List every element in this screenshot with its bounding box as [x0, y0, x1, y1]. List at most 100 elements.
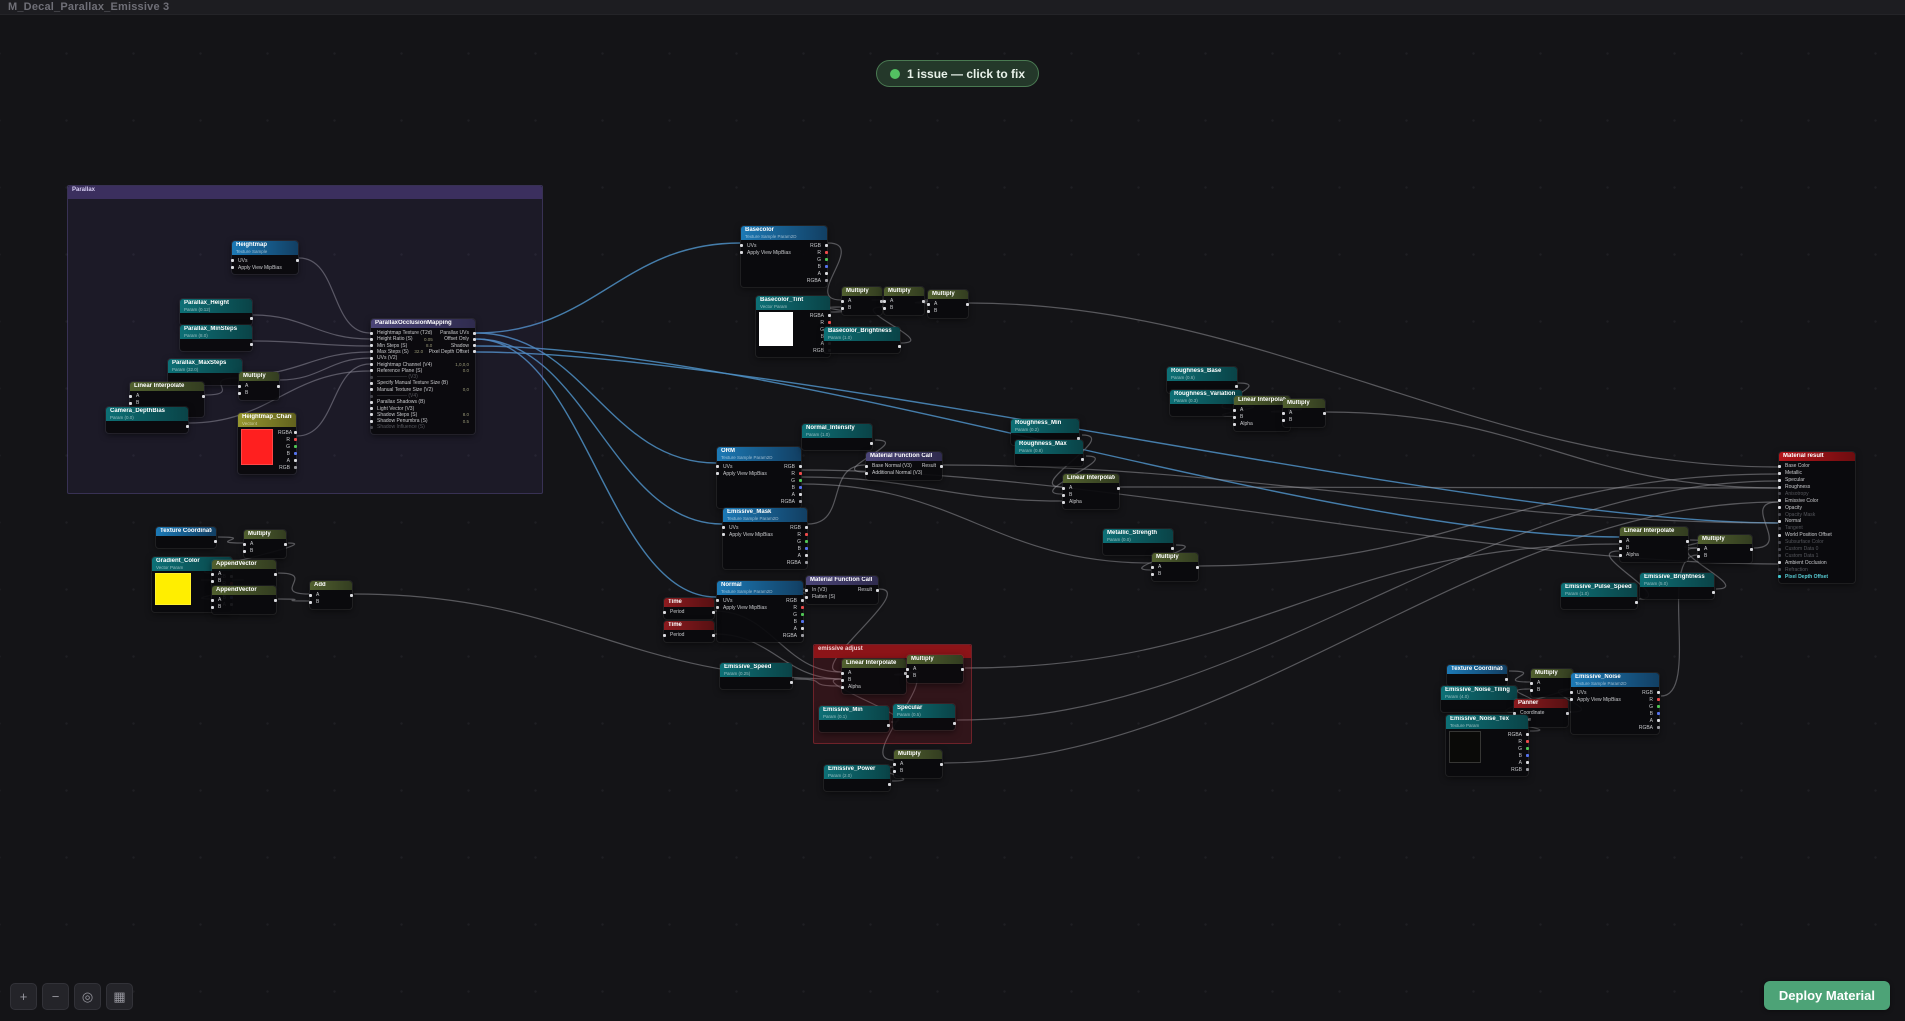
pin[interactable] — [722, 526, 725, 530]
pin[interactable] — [1686, 539, 1689, 543]
pin-row[interactable]: A — [211, 571, 277, 578]
pin-row[interactable]: A — [841, 298, 883, 305]
pin[interactable] — [370, 413, 373, 417]
pin[interactable] — [1778, 526, 1781, 530]
pin[interactable] — [1778, 478, 1781, 482]
pin-row[interactable] — [156, 538, 217, 545]
pin-row[interactable]: Heightmap Channel (V4)1,0,0,0 — [370, 361, 475, 368]
pin-row[interactable]: In (V3)Result — [805, 587, 879, 594]
pin[interactable] — [296, 259, 299, 263]
pin-row[interactable] — [1640, 589, 1715, 596]
pin-row[interactable]: G — [717, 477, 802, 484]
output-pin-row[interactable]: Custom Data 1 — [1778, 552, 1855, 559]
pin-row[interactable]: A — [1571, 717, 1660, 724]
output-pin-row[interactable]: Custom Data 0 — [1778, 546, 1855, 553]
pin-row[interactable]: Heightmap Texture (T2d)Parallax UVs — [370, 330, 476, 336]
pin-row[interactable]: RGB — [1446, 766, 1529, 773]
pin-row[interactable]: R — [238, 436, 297, 443]
pin[interactable] — [294, 438, 297, 442]
pin[interactable] — [1778, 519, 1781, 523]
pin[interactable] — [805, 554, 808, 558]
pin-row[interactable]: A — [717, 491, 802, 498]
pin[interactable] — [370, 388, 373, 392]
pin[interactable] — [1778, 499, 1781, 503]
pin[interactable] — [1657, 705, 1660, 709]
pin[interactable] — [1151, 572, 1154, 576]
pin[interactable] — [1117, 486, 1120, 490]
pin[interactable] — [825, 279, 828, 283]
pin[interactable] — [716, 606, 719, 610]
output-pin-row[interactable]: Ambient Occlusion — [1778, 559, 1855, 566]
pin[interactable] — [1566, 711, 1569, 715]
pin[interactable] — [825, 251, 828, 255]
pin-row[interactable]: A — [243, 541, 287, 548]
pin[interactable] — [250, 343, 253, 347]
output-pin-row[interactable]: Pixel Depth Offset — [1778, 573, 1855, 580]
pin[interactable] — [1657, 691, 1660, 695]
pin[interactable] — [722, 533, 725, 537]
pin-row[interactable]: A — [741, 270, 828, 277]
pin[interactable] — [940, 762, 943, 766]
pin-row[interactable] — [824, 781, 891, 788]
pin[interactable] — [1530, 688, 1533, 692]
pin[interactable] — [1635, 601, 1638, 605]
pin[interactable] — [370, 363, 373, 367]
pin-row[interactable]: G — [723, 538, 808, 545]
issue-badge[interactable]: 1 issue — click to fix — [876, 60, 1040, 87]
pin[interactable] — [129, 394, 132, 398]
pin[interactable] — [1712, 591, 1715, 595]
pin[interactable] — [1505, 677, 1508, 681]
pin-row[interactable]: RGB — [756, 347, 831, 354]
pin-row[interactable]: Shadow Steps (S)8.0 — [370, 412, 475, 418]
pin[interactable] — [799, 472, 802, 476]
output-pin-row[interactable]: Opacity Mask — [1778, 511, 1855, 518]
pin[interactable] — [1657, 698, 1660, 702]
pin[interactable] — [1778, 540, 1781, 544]
output-pin-row[interactable]: Anisotropy — [1778, 490, 1855, 497]
pin[interactable] — [865, 471, 868, 475]
pin-row[interactable]: A — [1697, 546, 1753, 553]
pin[interactable] — [828, 314, 831, 318]
pin[interactable] — [231, 259, 234, 263]
pin-row[interactable]: Shadow Influence (S) — [370, 424, 475, 430]
pin-row[interactable]: A — [927, 301, 969, 308]
pin[interactable] — [799, 479, 802, 483]
pin[interactable] — [238, 391, 241, 395]
pin[interactable] — [883, 306, 886, 310]
output-pin-row[interactable]: Opacity — [1778, 504, 1855, 511]
pin[interactable] — [1619, 546, 1622, 550]
pin-row[interactable] — [180, 341, 253, 348]
pin-row[interactable] — [802, 440, 873, 447]
pin[interactable] — [309, 593, 312, 597]
output-pin-row[interactable]: Normal — [1778, 518, 1855, 525]
pin[interactable] — [1233, 422, 1236, 426]
zoom-out-button[interactable]: − — [42, 983, 69, 1010]
pin-row[interactable]: Base Normal (V3)Result — [865, 463, 943, 470]
pin-row[interactable]: A — [883, 298, 925, 305]
output-pin-row[interactable]: Subsurface Color — [1778, 539, 1855, 546]
pin-row[interactable]: A — [717, 625, 804, 632]
pin[interactable] — [211, 579, 214, 583]
pin-row[interactable]: B — [309, 599, 352, 606]
pin[interactable] — [370, 394, 373, 398]
pin[interactable] — [370, 375, 373, 379]
pin-row[interactable]: G — [717, 611, 804, 618]
pin[interactable] — [880, 299, 883, 303]
pin-row[interactable]: Manual Texture Size (V2)0,0 — [370, 387, 475, 393]
pin-row[interactable] — [824, 343, 901, 350]
color-swatch[interactable] — [759, 312, 793, 347]
